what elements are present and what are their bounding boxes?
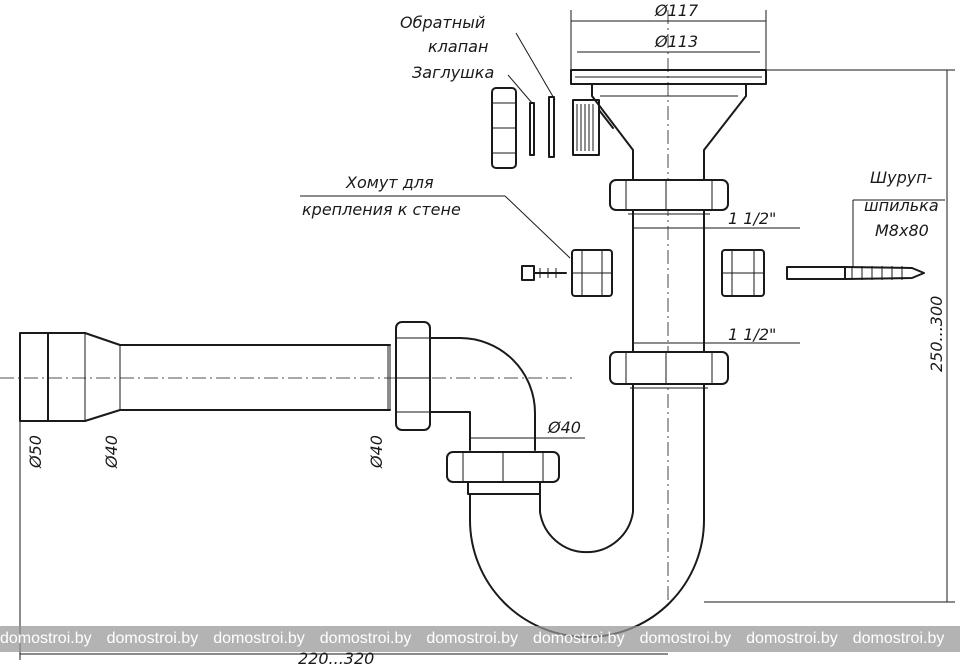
watermark-band: domostroi.by domostroi.by domostroi.by domo… — [0, 626, 960, 652]
plug-cap — [491, 87, 517, 169]
dimension-lines — [19, 10, 955, 660]
upper-union-nut — [609, 179, 729, 215]
wall-clamp-left — [571, 249, 613, 297]
dim-d50: Ø50 — [26, 435, 45, 469]
watermark-text: domostroi.by — [532, 630, 625, 647]
trap-inlet-nut — [446, 451, 560, 495]
dim-height: 250...300 — [927, 296, 946, 372]
dim-d113: Ø113 — [654, 32, 698, 51]
dim-d117: Ø117 — [654, 1, 699, 20]
u-trap-bend — [469, 484, 705, 638]
watermark-text: domostroi.by — [746, 630, 838, 647]
vertical-pipe — [632, 179, 705, 486]
sink-drain-funnel — [570, 69, 767, 181]
dim-thread-lower: 1 1/2" — [728, 325, 776, 344]
dim-d40-right: Ø40 — [367, 435, 386, 469]
wall-clamp-right — [721, 249, 765, 297]
label-clamp-line1: Хомут для — [345, 173, 434, 192]
label-screw-line3: М8х80 — [875, 221, 929, 240]
horizontal-outlet-pipe — [19, 332, 391, 422]
lower-union-nut — [609, 351, 729, 389]
label-clamp-line2: крепления к стене — [302, 200, 461, 219]
watermark-text: domostroi.by — [319, 630, 412, 647]
small-screw — [521, 265, 567, 281]
watermark-text: domostroi.by — [852, 630, 945, 647]
watermark-text: domostroi.by — [0, 630, 92, 647]
watermark-text: domostroi.by — [426, 630, 518, 647]
dim-thread-upper: 1 1/2" — [728, 209, 776, 228]
dim-length: 220...320 — [298, 649, 374, 665]
label-check-valve-line2: клапан — [428, 37, 488, 56]
dim-d40-left: Ø40 — [102, 435, 121, 469]
label-screw-line1: Шуруп- — [870, 168, 933, 187]
elbow-nut — [395, 321, 431, 431]
watermark-text: domostroi.by — [106, 630, 199, 647]
label-screw-line2: шпилька — [864, 196, 939, 215]
label-plug: Заглушка — [412, 63, 494, 82]
dim-d40-trap: Ø40 — [547, 418, 581, 437]
elbow-bend — [429, 337, 536, 451]
watermark-text: domostroi.by — [639, 630, 732, 647]
watermark-text: domostroi.by — [213, 630, 305, 647]
screw-stud — [786, 266, 925, 280]
label-check-valve-line1: Обратный — [400, 13, 485, 32]
side-overflow-outlet — [572, 99, 614, 156]
check-valve-rings — [529, 96, 555, 158]
